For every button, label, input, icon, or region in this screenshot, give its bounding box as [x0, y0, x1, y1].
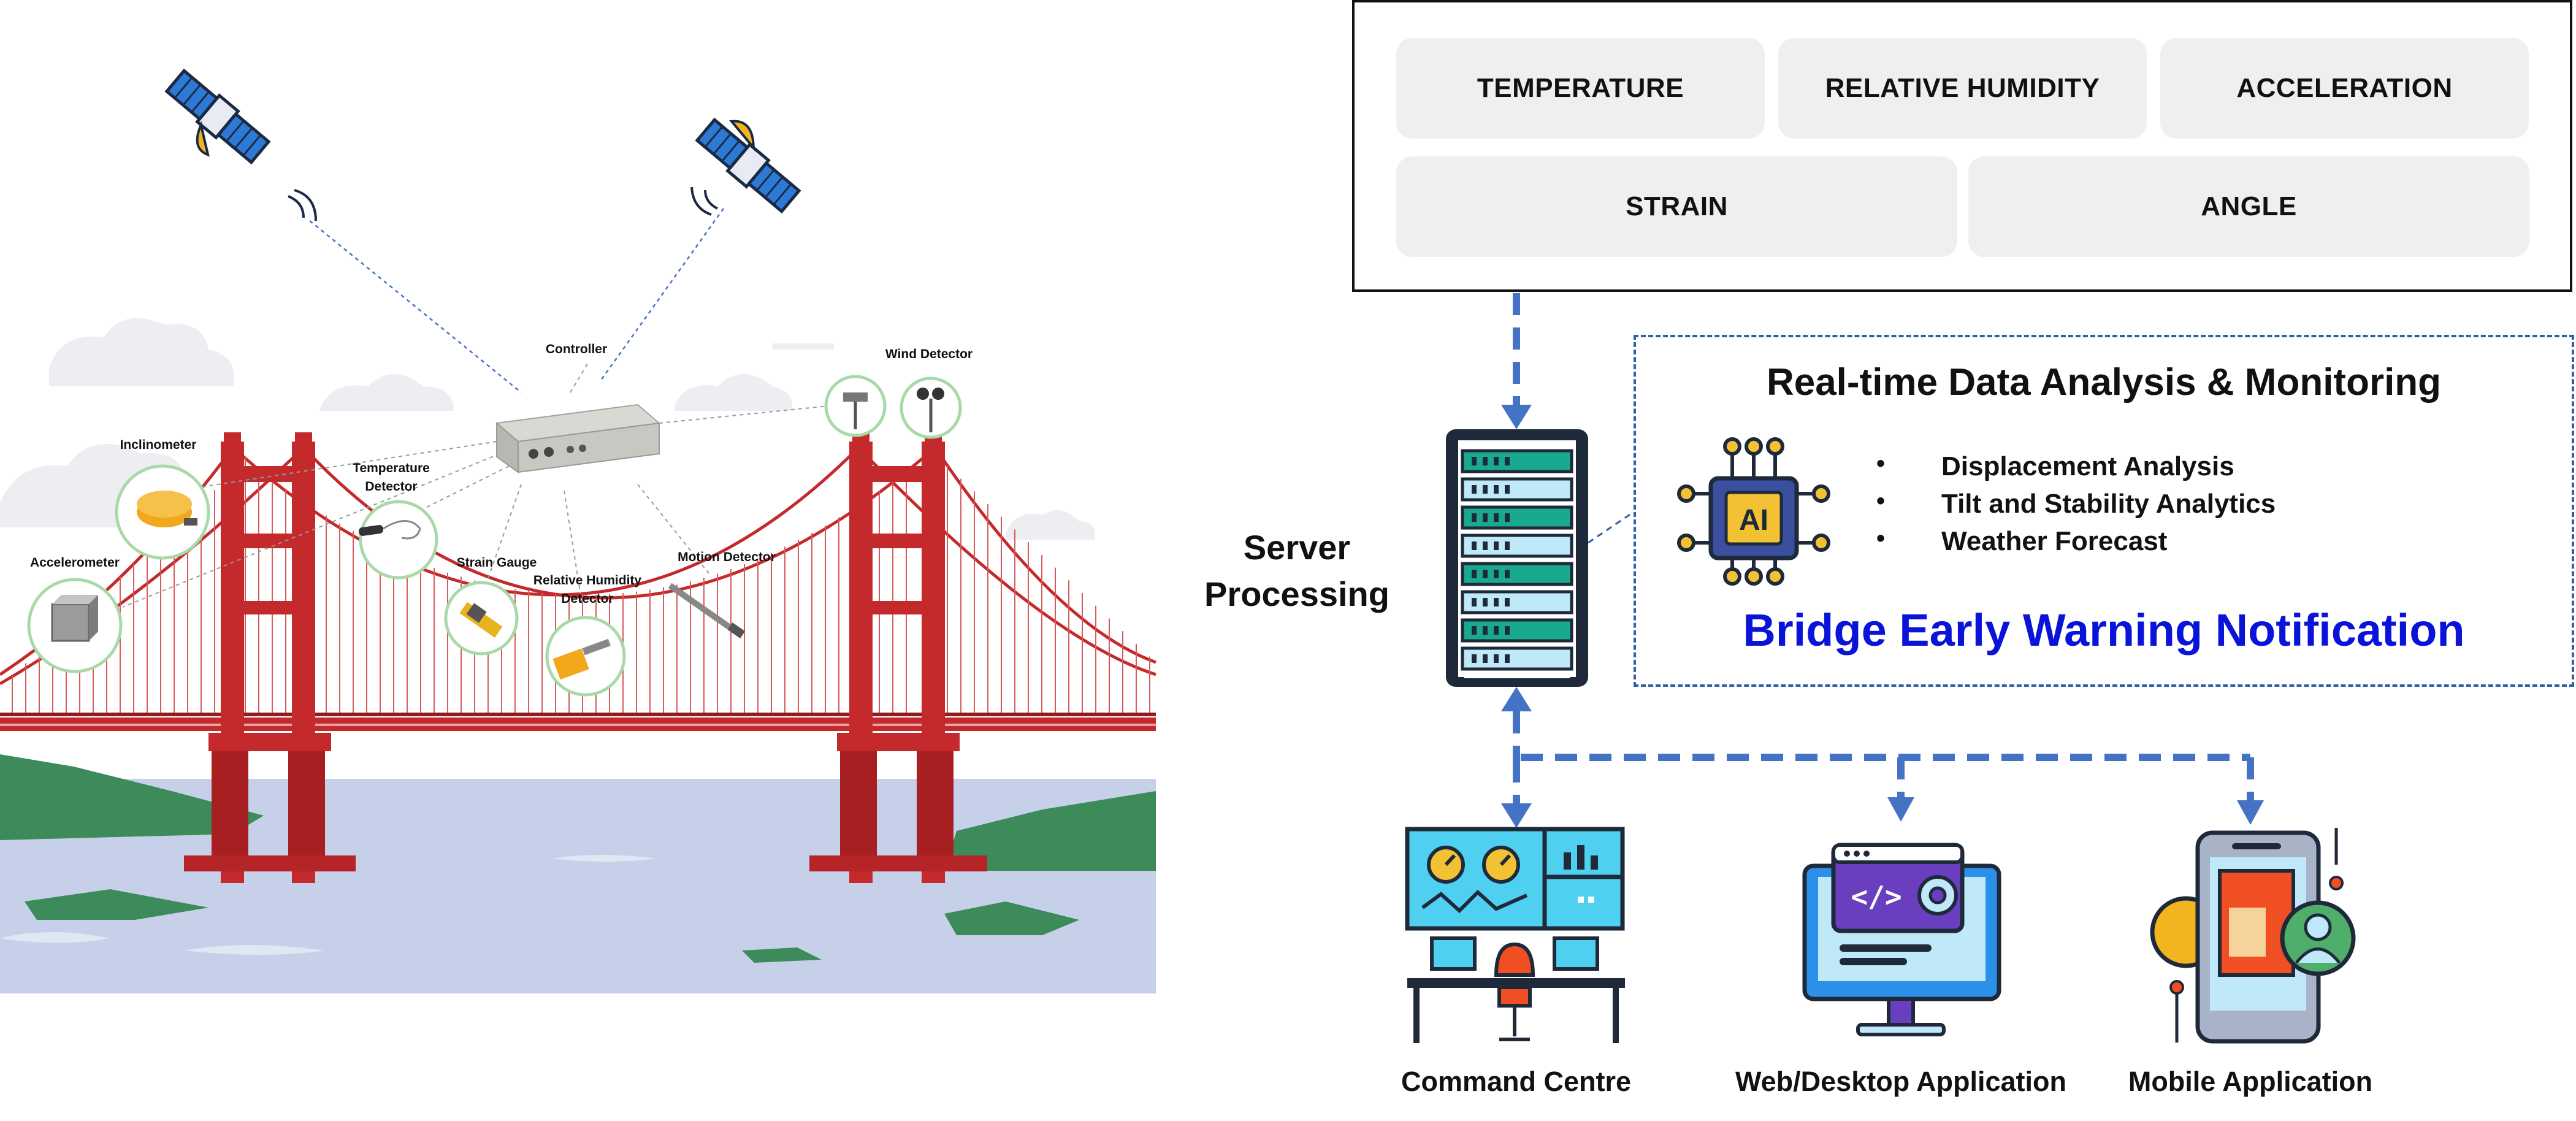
server-unit [1461, 618, 1573, 643]
server-led [1505, 598, 1510, 606]
app-label-web-desktop: Web/Desktop Application [1735, 1066, 2067, 1097]
clouds [0, 318, 1095, 540]
analysis-item: Displacement Analysis [1876, 450, 2276, 489]
server-led [1472, 485, 1477, 494]
analysis-list: Displacement Analysis Tilt and Stability… [1876, 450, 2276, 564]
controller-device-icon [495, 404, 661, 473]
accelerometer-icon [27, 578, 123, 673]
parameter-acceleration: ACCELERATION [2160, 38, 2529, 139]
command-centre-icon [1405, 827, 1625, 1043]
parameter-temperature: TEMPERATURE [1396, 38, 1765, 139]
inclinometer-icon [115, 464, 210, 560]
sensor-links [122, 361, 841, 608]
server-led [1472, 457, 1477, 465]
server-label-line-2: Processing [1204, 575, 1389, 613]
server-led [1494, 598, 1499, 606]
humidity-detector-label-2: Detector [561, 592, 613, 606]
wind-detector-icon [824, 375, 962, 439]
server-label-line-1: Server [1243, 528, 1351, 567]
server-led [1505, 654, 1510, 663]
server-led [1483, 457, 1488, 465]
signal-left-icon [288, 195, 305, 218]
app-label-command-centre: Command Centre [1401, 1066, 1632, 1097]
server-to-analysis-link [1588, 511, 1634, 544]
server-led [1494, 457, 1499, 465]
svg-text:</>: </> [1851, 880, 1901, 913]
server-led [1483, 541, 1488, 550]
server-led [1505, 513, 1510, 522]
strain-gauge-label: Strain Gauge [457, 556, 537, 570]
analysis-item: Weather Forecast [1876, 525, 2276, 564]
server-led [1483, 485, 1488, 494]
server-unit [1461, 562, 1573, 586]
server-led [1494, 570, 1499, 578]
analysis-item: Tilt and Stability Analytics [1876, 488, 2276, 526]
server-led [1505, 570, 1510, 578]
server-led [1472, 541, 1477, 550]
app-label-mobile: Mobile Application [2128, 1066, 2373, 1097]
server-led [1494, 541, 1499, 550]
server-led [1505, 485, 1510, 494]
server-rack-icon [1446, 429, 1588, 687]
arrow-heads [1501, 405, 2264, 828]
server-unit [1461, 477, 1573, 502]
temperature-detector-label-1: Temperature [353, 461, 430, 475]
server-unit [1461, 646, 1573, 671]
humidity-detector-icon [545, 616, 626, 697]
ai-chip-label: AI [1739, 504, 1768, 537]
server-led [1472, 598, 1477, 606]
server-unit [1461, 505, 1573, 530]
server-led [1505, 457, 1510, 465]
server-led [1472, 513, 1477, 522]
web-desktop-icon: </> [1802, 843, 2001, 1036]
server-led [1483, 598, 1488, 606]
server-led [1483, 513, 1488, 522]
controller-label: Controller [546, 342, 607, 356]
motion-detector-label: Motion Detector [678, 550, 776, 564]
satellite-links [309, 208, 725, 393]
early-warning-notification: Bridge Early Warning Notification [1743, 605, 2465, 656]
motion-detector-icon [668, 583, 746, 638]
server-led [1505, 626, 1510, 635]
ai-chip-icon: AI [1677, 437, 1830, 586]
parameter-angle: ANGLE [1968, 156, 2529, 257]
satellite-left-icon [164, 68, 271, 165]
server-led [1494, 485, 1499, 494]
strain-gauge-icon [444, 581, 519, 656]
analysis-title: Real-time Data Analysis & Monitoring [1766, 361, 2442, 404]
tower-right [809, 432, 987, 883]
server-unit [1461, 590, 1573, 614]
mobile-app-icon [2150, 828, 2356, 1044]
server-unit [1461, 449, 1573, 473]
server-led [1483, 626, 1488, 635]
tower-left [184, 432, 356, 883]
server-led [1505, 541, 1510, 550]
parameter-relative-humidity: RELATIVE HUMIDITY [1778, 38, 2147, 139]
land [0, 754, 1156, 963]
wind-detector-label: Wind Detector [885, 347, 973, 361]
analysis-panel [1634, 335, 2574, 687]
accelerometer-label: Accelerometer [30, 556, 120, 570]
parameter-strain: STRAIN [1396, 156, 1957, 257]
server-led [1472, 626, 1477, 635]
server-led [1483, 570, 1488, 578]
temperature-detector-label-2: Detector [365, 480, 417, 494]
server-led [1494, 513, 1499, 522]
server-led [1472, 570, 1477, 578]
temperature-detector-icon [358, 500, 438, 580]
server-led [1494, 654, 1499, 663]
server-unit [1461, 534, 1573, 558]
satellite-right-icon [695, 117, 801, 214]
inclinometer-label: Inclinometer [120, 438, 197, 452]
server-led [1494, 626, 1499, 635]
server-processing-label: Server Processing [1199, 524, 1395, 618]
water-ripples [0, 855, 656, 955]
bridge-deck [0, 713, 1156, 731]
server-led [1472, 654, 1477, 663]
humidity-detector-label-1: Relative Humidity [533, 573, 642, 587]
server-led [1483, 654, 1488, 663]
